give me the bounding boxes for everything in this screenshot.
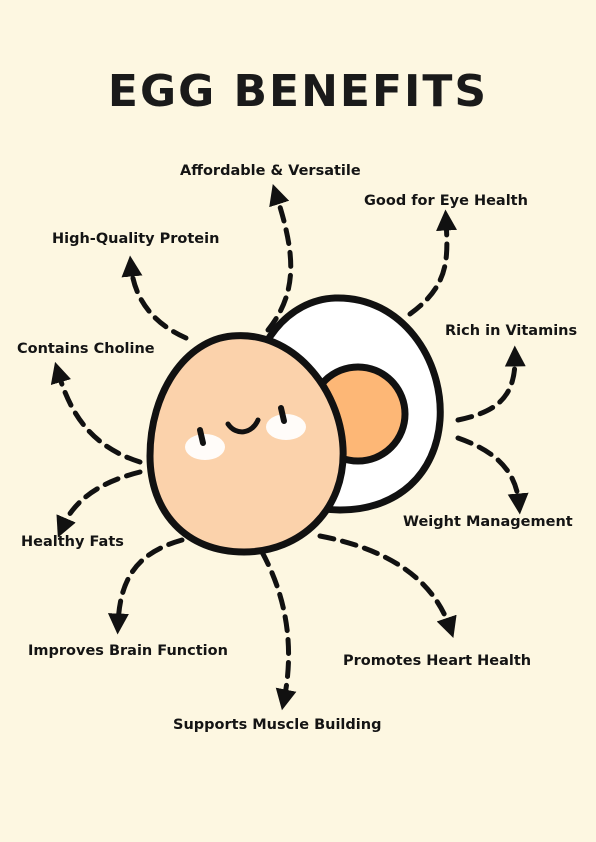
left-cheek — [185, 434, 225, 460]
arrow-heart — [317, 533, 457, 638]
label-brain-function: Improves Brain Function — [28, 643, 228, 659]
right-cheek — [266, 414, 306, 440]
arrow-choline — [50, 361, 143, 465]
label-affordable-versatile: Affordable & Versatile — [180, 163, 361, 179]
label-high-quality-protein: High-Quality Protein — [52, 231, 220, 247]
label-weight-management: Weight Management — [403, 514, 573, 530]
arrow-weight — [455, 435, 529, 515]
arrow-affordable — [265, 184, 294, 333]
label-heart-health: Promotes Heart Health — [343, 653, 532, 669]
cute-egg-character-icon — [146, 332, 347, 556]
arrow-healthy-fats — [56, 469, 143, 538]
label-contains-choline: Contains Choline — [17, 341, 155, 357]
arrow-protein — [121, 255, 189, 341]
arrow-vitamins — [455, 345, 526, 423]
right-eye — [278, 405, 287, 424]
left-eye — [197, 427, 206, 446]
label-eye-health: Good for Eye Health — [364, 193, 528, 209]
arrow-brain — [107, 537, 185, 635]
page-title: EGG BENEFITS — [107, 66, 489, 117]
arrow-muscle — [259, 549, 297, 711]
arrow-eye-health — [407, 209, 458, 317]
label-healthy-fats: Healthy Fats — [21, 534, 124, 550]
label-muscle-building: Supports Muscle Building — [173, 717, 382, 733]
label-rich-in-vitamins: Rich in Vitamins — [445, 323, 578, 339]
smile — [225, 417, 261, 435]
